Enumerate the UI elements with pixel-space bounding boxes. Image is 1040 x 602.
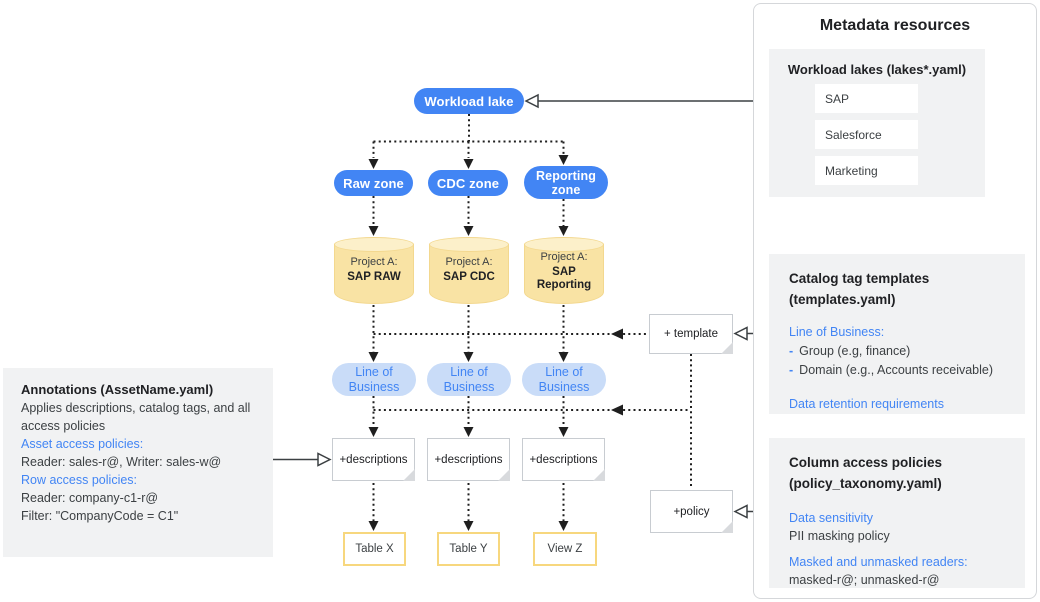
workload-lake-node: Workload lake bbox=[414, 88, 524, 114]
lake-item-marketing: Marketing bbox=[815, 156, 918, 185]
descriptions-note-3: +descriptions bbox=[522, 438, 605, 481]
line-of-business-tag-1: Line of Business bbox=[332, 363, 416, 396]
retention-heading: Data retention requirements bbox=[789, 397, 944, 411]
note-label: +descriptions bbox=[434, 453, 503, 466]
project-name: SAP CDC bbox=[443, 270, 495, 283]
cdc-zone-node: CDC zone bbox=[428, 170, 508, 196]
masked-readers-heading: Masked and unmasked readers: bbox=[789, 555, 968, 569]
note-label: +descriptions bbox=[529, 453, 598, 466]
catalog-templates-section: Catalog tag templates(templates.yaml) Li… bbox=[769, 254, 1025, 414]
cylinder-body bbox=[334, 244, 414, 304]
project-sap-raw-cylinder: Project A: SAP RAW bbox=[334, 237, 414, 304]
cylinder-top bbox=[524, 237, 604, 252]
policy-note: +policy bbox=[650, 490, 733, 533]
note-label: + template bbox=[663, 328, 719, 340]
filter-value: Filter: "CompanyCode = C1" bbox=[21, 509, 179, 523]
lake-item-salesforce: Salesforce bbox=[815, 120, 918, 149]
lake-item-sap: SAP bbox=[815, 84, 918, 113]
data-sensitivity-value: PII masking policy bbox=[789, 529, 890, 543]
folded-corner bbox=[403, 469, 415, 481]
metadata-resources-panel: Metadata resources Workload lakes (lakes… bbox=[753, 3, 1037, 599]
descriptions-note-1: +descriptions bbox=[332, 438, 415, 481]
row-access-value: Reader: company-c1-r@ bbox=[21, 491, 159, 505]
row-access-heading: Row access policies: bbox=[21, 473, 138, 487]
cylinder-body bbox=[524, 244, 604, 304]
project-name: SAP RAW bbox=[347, 270, 401, 283]
lob-bullet-domain: -Domain (e.g., Accounts receivable) bbox=[789, 361, 1015, 380]
project-sap-cdc-cylinder: Project A: SAP CDC bbox=[429, 237, 509, 304]
column-policies-title: Column access policies(policy_taxonomy.y… bbox=[789, 455, 943, 491]
folded-corner bbox=[593, 469, 605, 481]
annotations-title: Annotations (AssetName.yaml) bbox=[21, 382, 214, 397]
folded-corner bbox=[721, 521, 733, 533]
data-sensitivity-heading: Data sensitivity bbox=[789, 511, 874, 525]
project-label: Project A: bbox=[350, 256, 398, 268]
annotations-body: Applies descriptions, catalog tags, and … bbox=[21, 401, 251, 433]
descriptions-note-2: +descriptions bbox=[427, 438, 510, 481]
bullet-dash: - bbox=[789, 344, 794, 358]
folded-corner bbox=[721, 342, 733, 354]
project-name: SAP Reporting bbox=[536, 265, 592, 292]
cylinder-top bbox=[429, 237, 509, 252]
workload-lakes-section: Workload lakes (lakes*.yaml) SAP Salesfo… bbox=[769, 49, 985, 197]
asset-access-value: Reader: sales-r@, Writer: sales-w@ bbox=[21, 455, 222, 469]
masked-readers-value: masked-r@; unmasked-r@ bbox=[789, 573, 940, 587]
lob-bullet-group: -Group (e.g, finance) bbox=[789, 342, 1015, 361]
column-policies-section: Column access policies(policy_taxonomy.y… bbox=[769, 438, 1025, 588]
project-label: Project A: bbox=[445, 256, 493, 268]
lob-heading: Line of Business: bbox=[789, 325, 885, 339]
project-label: Project A: bbox=[540, 251, 588, 263]
project-sap-reporting-cylinder: Project A: SAP Reporting bbox=[524, 237, 604, 304]
note-label: +descriptions bbox=[339, 453, 408, 466]
table-x-node: Table X bbox=[343, 532, 406, 566]
note-label: +policy bbox=[673, 505, 710, 518]
bullet-dash: - bbox=[789, 363, 794, 377]
asset-access-heading: Asset access policies: bbox=[21, 437, 144, 451]
cylinder-top bbox=[334, 237, 414, 252]
folded-corner bbox=[498, 469, 510, 481]
line-of-business-tag-2: Line of Business bbox=[427, 363, 511, 396]
annotations-panel: Annotations (AssetName.yaml) Applies des… bbox=[3, 368, 273, 557]
catalog-templates-title: Catalog tag templates(templates.yaml) bbox=[789, 271, 930, 307]
metadata-panel-title: Metadata resources bbox=[819, 17, 971, 34]
template-note: + template bbox=[649, 314, 733, 354]
view-z-node: View Z bbox=[533, 532, 597, 566]
table-y-node: Table Y bbox=[437, 532, 500, 566]
reporting-zone-node: Reporting zone bbox=[524, 166, 608, 199]
cylinder-body bbox=[429, 244, 509, 304]
workload-lakes-title: Workload lakes (lakes*.yaml) bbox=[787, 62, 967, 77]
line-of-business-tag-3: Line of Business bbox=[522, 363, 606, 396]
raw-zone-node: Raw zone bbox=[334, 170, 413, 196]
